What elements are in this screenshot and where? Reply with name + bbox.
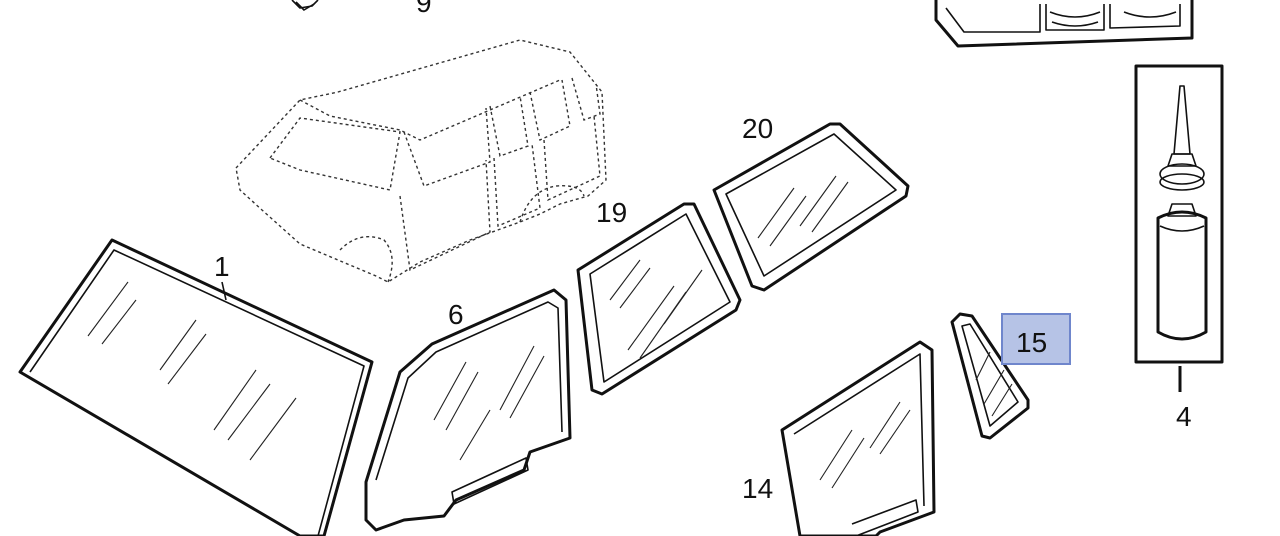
- rear-side-glass-20: [712, 122, 910, 292]
- rear-quarter-glass-19: [576, 202, 742, 396]
- windshield-glass: [18, 238, 374, 536]
- callout-4[interactable]: 4: [1176, 401, 1192, 432]
- callout-20[interactable]: 20: [742, 113, 773, 144]
- front-door-glass: [364, 288, 572, 532]
- adhesive-kit-tray: [934, 0, 1194, 48]
- callout-19[interactable]: 19: [596, 197, 627, 228]
- selected-callout-highlight: [1001, 313, 1071, 365]
- part-9-clip: [291, 0, 319, 11]
- vent-glass-15: [950, 312, 1030, 440]
- adhesive-cartridge-4: [1134, 64, 1224, 364]
- callout-9[interactable]: 9: [416, 0, 432, 18]
- callout-14[interactable]: 14: [742, 473, 773, 504]
- vehicle-outline: [235, 39, 607, 283]
- callout-1[interactable]: 1: [214, 251, 230, 282]
- callout-15[interactable]: 15: [1016, 327, 1047, 358]
- callout-6[interactable]: 6: [448, 299, 464, 330]
- rear-door-glass-14: [780, 340, 936, 536]
